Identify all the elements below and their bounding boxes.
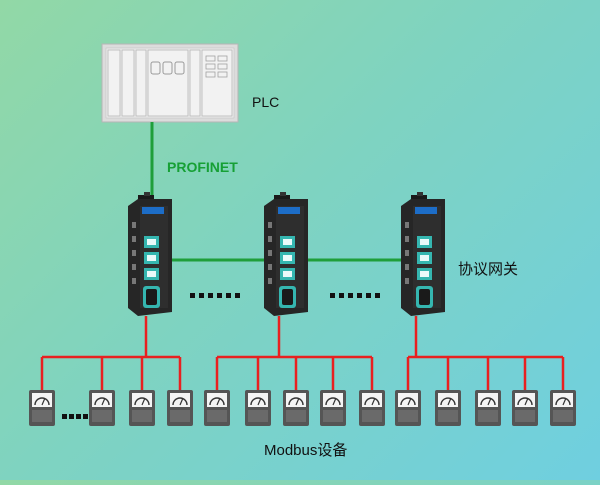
ellipsis-dot bbox=[235, 293, 240, 298]
plc-terminal bbox=[205, 63, 216, 70]
ellipsis-dot bbox=[366, 293, 371, 298]
plc-module bbox=[147, 49, 189, 117]
status-led bbox=[268, 264, 272, 270]
profinet-label: PROFINET bbox=[167, 159, 238, 175]
ellipsis-dot bbox=[69, 414, 74, 419]
plc-module bbox=[121, 49, 135, 117]
modbus-device bbox=[245, 390, 271, 426]
plc-port bbox=[162, 61, 173, 75]
modbus-device bbox=[320, 390, 346, 426]
ellipsis-dot bbox=[208, 293, 213, 298]
status-led bbox=[132, 222, 136, 228]
ellipsis-dot bbox=[62, 414, 67, 419]
ellipsis-dot bbox=[199, 293, 204, 298]
status-led bbox=[132, 236, 136, 242]
modbus-device bbox=[395, 390, 421, 426]
protocol-gateway bbox=[128, 192, 172, 316]
modbus-device bbox=[204, 390, 230, 426]
ellipsis-dot bbox=[348, 293, 353, 298]
ellipsis-dot bbox=[357, 293, 362, 298]
status-led bbox=[405, 236, 409, 242]
plc-port bbox=[174, 61, 185, 75]
plc-module bbox=[201, 49, 233, 117]
status-led bbox=[268, 250, 272, 256]
status-led bbox=[268, 278, 272, 284]
plc-module bbox=[189, 49, 201, 117]
ellipsis-dot bbox=[217, 293, 222, 298]
modbus-device bbox=[129, 390, 155, 426]
status-led bbox=[268, 222, 272, 228]
status-led bbox=[132, 278, 136, 284]
protocol-gateway bbox=[264, 192, 308, 316]
status-led bbox=[405, 250, 409, 256]
modbus-device bbox=[435, 390, 461, 426]
modbus-device bbox=[512, 390, 538, 426]
modbus-device bbox=[89, 390, 115, 426]
modbus-device bbox=[550, 390, 576, 426]
ellipsis-dot bbox=[339, 293, 344, 298]
plc-module bbox=[107, 49, 121, 117]
plc-terminal bbox=[217, 71, 228, 78]
plc-terminal bbox=[205, 71, 216, 78]
modbus-devices-label: Modbus设备 bbox=[264, 442, 348, 459]
plc-port bbox=[150, 61, 161, 75]
plc-label: PLC bbox=[252, 94, 280, 110]
status-led bbox=[132, 264, 136, 270]
plc-rack bbox=[101, 43, 239, 123]
ellipsis-dot bbox=[190, 293, 195, 298]
plc-terminal bbox=[217, 63, 228, 70]
modbus-device bbox=[359, 390, 385, 426]
modbus-device bbox=[29, 390, 55, 426]
protocol-gateway bbox=[401, 192, 445, 316]
status-led bbox=[268, 236, 272, 242]
status-led bbox=[405, 222, 409, 228]
plc-terminal bbox=[205, 55, 216, 62]
modbus-device bbox=[475, 390, 501, 426]
gateway-label: 协议网关 bbox=[458, 261, 519, 278]
status-led bbox=[405, 278, 409, 284]
status-led bbox=[405, 264, 409, 270]
ellipsis-dot bbox=[226, 293, 231, 298]
ellipsis-dot bbox=[330, 293, 335, 298]
status-led bbox=[132, 250, 136, 256]
plc-module bbox=[135, 49, 147, 117]
ellipsis-dot bbox=[375, 293, 380, 298]
ellipsis-dot bbox=[76, 414, 81, 419]
modbus-device bbox=[283, 390, 309, 426]
ellipsis-dot bbox=[83, 414, 88, 419]
modbus-device bbox=[167, 390, 193, 426]
plc-terminal bbox=[217, 55, 228, 62]
